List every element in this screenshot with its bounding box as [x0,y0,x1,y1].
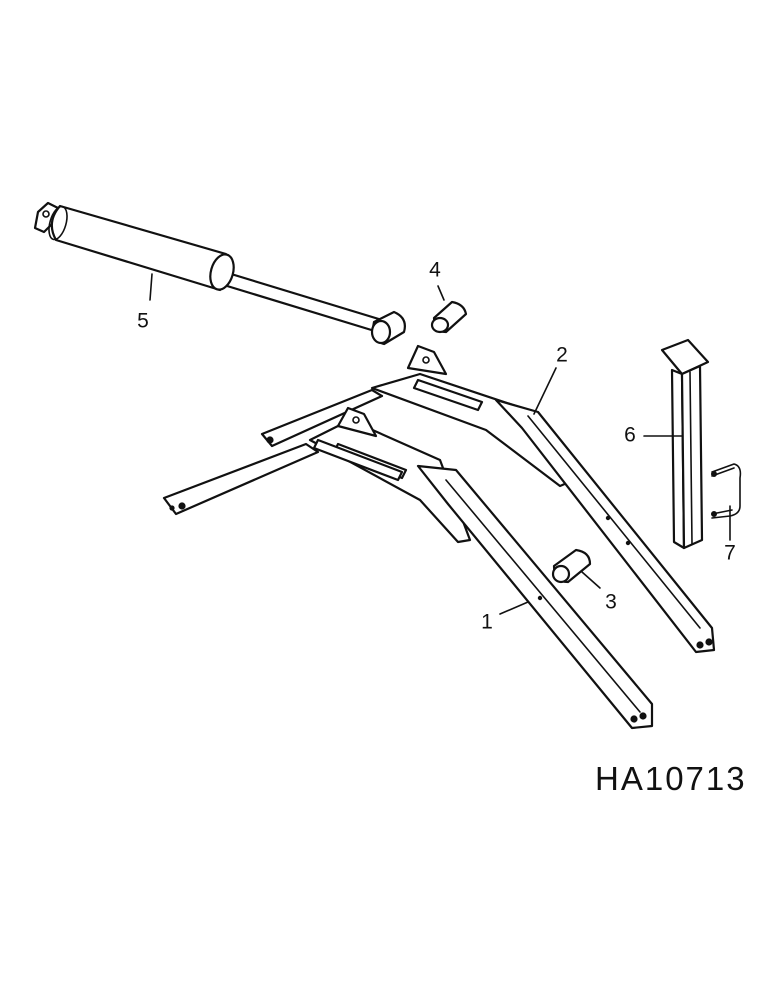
leader-line-4 [437,285,445,301]
callout-7: 7 [724,542,736,565]
leader-line-2 [533,367,557,415]
callout-4: 4 [429,259,441,282]
u-bolt-7-part [710,463,742,519]
bushing-3-part [551,548,592,584]
leader-line-5 [149,273,153,301]
hydraulic-cylinder-part [33,201,406,346]
callout-1: 1 [481,611,493,634]
leader-line-3 [581,571,601,589]
leader-line-1 [499,601,529,615]
bushing-4-part [430,300,468,334]
arm-2-part [260,344,716,654]
callout-2: 2 [556,344,568,367]
arm-1-part [162,406,654,730]
post-6-part [660,338,710,550]
drawing-number: HA10713 [595,760,747,797]
callout-5: 5 [137,310,149,333]
callout-3: 3 [605,591,617,614]
callout-6: 6 [624,424,636,447]
leader-lines [149,273,731,615]
callouts: 5 4 2 6 7 3 1 [137,259,736,634]
